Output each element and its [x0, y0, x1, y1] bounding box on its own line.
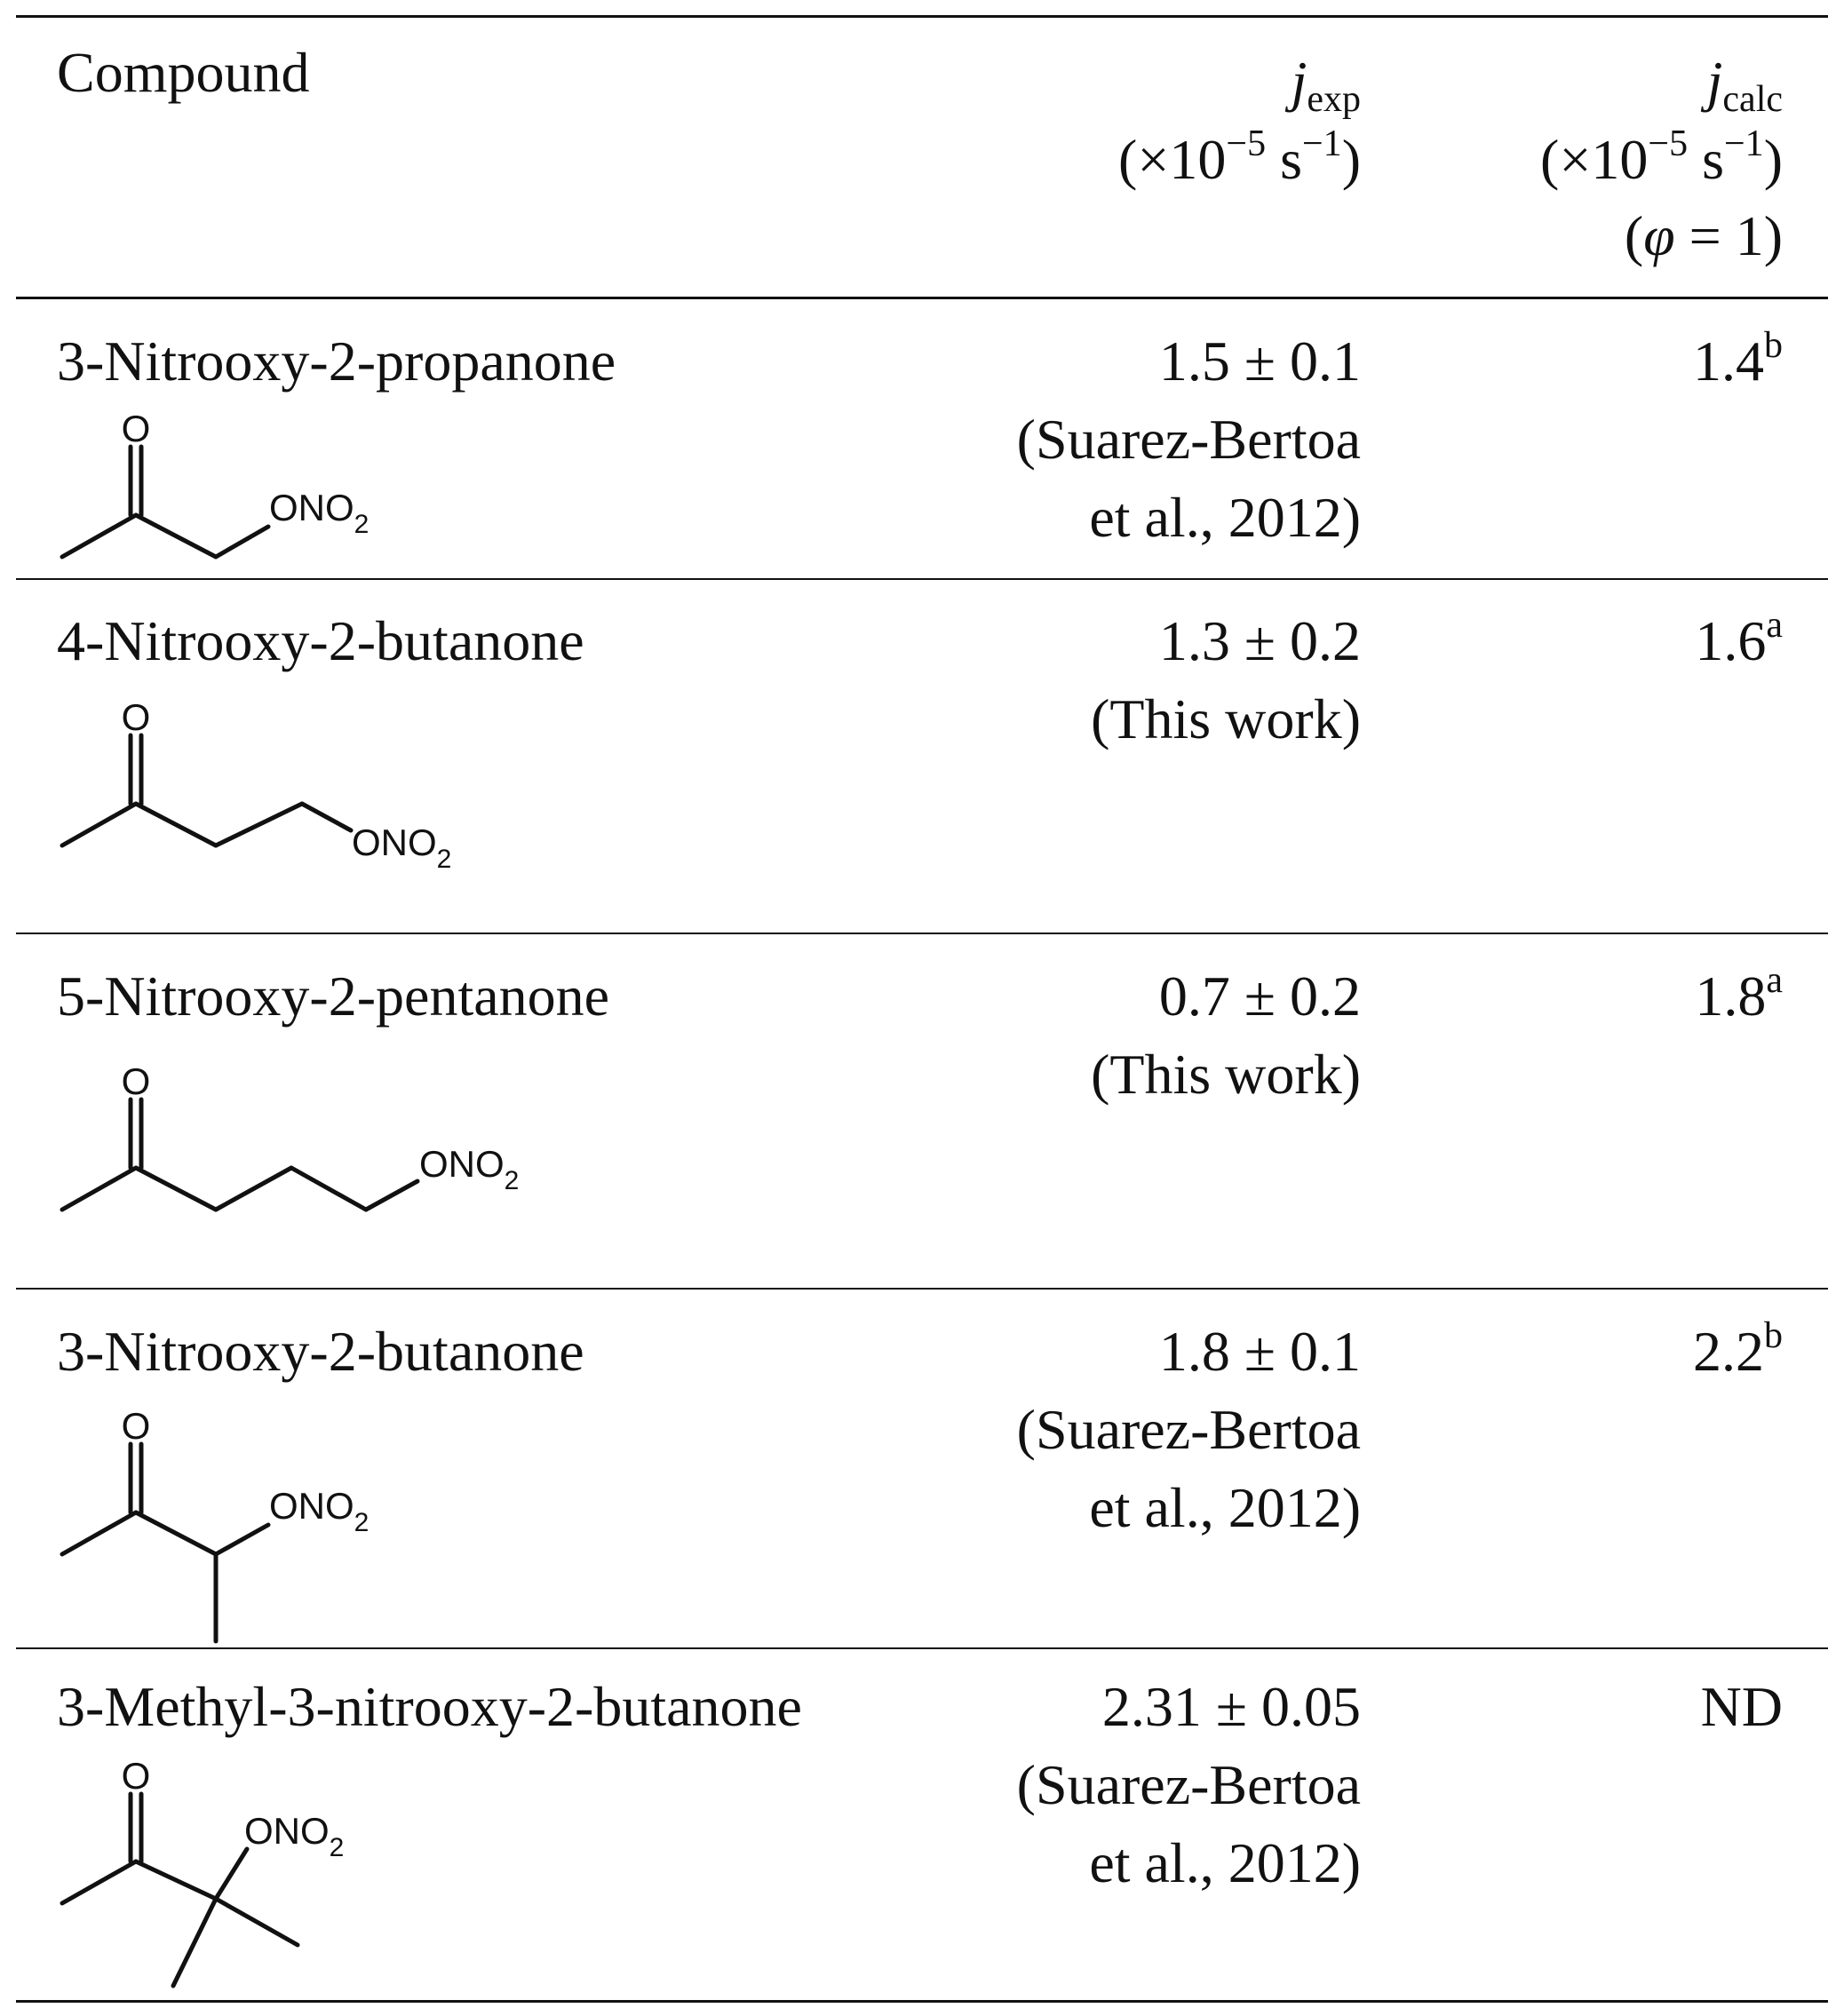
bottom-rule — [16, 2000, 1828, 2003]
nitrooxy-group-label: ONO2 — [269, 487, 369, 539]
bond — [60, 801, 139, 848]
jexp-value: 1.5 ± 0.1 — [1158, 329, 1361, 393]
compound-name: 5-Nitrooxy-2-pentanone — [57, 964, 610, 1028]
bond — [60, 512, 139, 560]
bond — [299, 801, 354, 833]
bond — [363, 1179, 420, 1212]
nitrooxy-group-label: ONO2 — [244, 1810, 344, 1862]
jexp-value: 1.3 ± 0.2 — [1158, 609, 1361, 672]
jcalc-value: 1.4b — [1693, 325, 1783, 393]
bond — [213, 524, 271, 560]
bond — [60, 1859, 139, 1906]
reference-line-1: (This work) — [1091, 687, 1361, 750]
structure-4-nitrooxy-2-butanone: O ONO2 — [60, 696, 451, 874]
row-divider — [16, 578, 1828, 580]
bond — [133, 1510, 219, 1557]
compound-name: 3-Nitrooxy-2-propanone — [57, 329, 616, 393]
bond — [60, 1165, 139, 1212]
carbonyl-oxygen-label: O — [122, 696, 151, 738]
bond — [60, 1510, 139, 1557]
nitrooxy-group-label: ONO2 — [352, 821, 451, 874]
reference-line-2: et al., 2012) — [1089, 1831, 1361, 1894]
nitrooxy-group-label: ONO2 — [269, 1485, 369, 1537]
reference-line-1: (Suarez-Bertoa — [1016, 1398, 1361, 1461]
bond — [213, 801, 305, 848]
jexp-value: 1.8 ± 0.1 — [1158, 1320, 1361, 1383]
reference-line-1: (Suarez-Bertoa — [1016, 408, 1361, 471]
carbonyl-oxygen-label: O — [122, 408, 151, 449]
row-divider — [16, 1647, 1828, 1649]
bond — [133, 1165, 219, 1212]
structure-3-methyl-3-nitrooxy-2-butanone: O ONO2 — [60, 1755, 344, 1988]
top-rule — [16, 15, 1828, 18]
compound-name: 3-Methyl-3-nitrooxy-2-butanone — [57, 1675, 802, 1738]
row-divider — [16, 933, 1828, 934]
structure-3-nitrooxy-2-propanone: O ONO2 — [60, 408, 369, 560]
carbonyl-oxygen-label: O — [122, 1060, 151, 1102]
jexp-value: 2.31 ± 0.05 — [1101, 1675, 1361, 1738]
compound-name: 3-Nitrooxy-2-butanone — [57, 1320, 584, 1383]
reference-line-1: (Suarez-Bertoa — [1016, 1753, 1361, 1816]
structure-3-nitrooxy-2-butanone: O ONO2 — [60, 1405, 369, 1644]
carbonyl-oxygen-label: O — [122, 1405, 151, 1447]
structure-5-nitrooxy-2-pentanone: O ONO2 — [60, 1060, 519, 1212]
carbonyl-oxygen-label: O — [122, 1755, 151, 1797]
header-jexp-unit: (×10−5 s−1) — [1118, 123, 1361, 191]
reference-line-1: (This work) — [1091, 1043, 1361, 1106]
header-jcalc-condition: (φ = 1) — [1624, 204, 1783, 267]
jcalc-value: 1.8a — [1695, 960, 1783, 1028]
bond — [213, 1165, 294, 1212]
row-divider — [16, 1288, 1828, 1290]
header-rule — [16, 297, 1828, 299]
header-compound: Compound — [57, 41, 310, 104]
header-jcalc: jcalc — [1706, 50, 1783, 120]
jcalc-value: 1.6a — [1695, 605, 1783, 672]
bond — [133, 512, 219, 560]
bond — [213, 1846, 250, 1901]
compound-name: 4-Nitrooxy-2-butanone — [57, 609, 584, 672]
reference-line-2: et al., 2012) — [1089, 1476, 1361, 1539]
header-jexp: jexp — [1291, 50, 1361, 120]
jexp-value: 0.7 ± 0.2 — [1158, 964, 1361, 1028]
bond — [133, 1859, 219, 1901]
jcalc-value: ND — [1700, 1675, 1783, 1738]
header-jcalc-unit: (×10−5 s−1) — [1540, 123, 1783, 191]
reference-line-2: et al., 2012) — [1089, 486, 1361, 549]
bond — [289, 1165, 369, 1212]
methyl-bond — [213, 1896, 300, 1948]
nitrooxy-group-label: ONO2 — [419, 1143, 519, 1195]
bond — [133, 801, 219, 848]
methyl-bond — [171, 1896, 219, 1988]
bond — [213, 1522, 271, 1557]
jcalc-value: 2.2b — [1693, 1315, 1783, 1383]
